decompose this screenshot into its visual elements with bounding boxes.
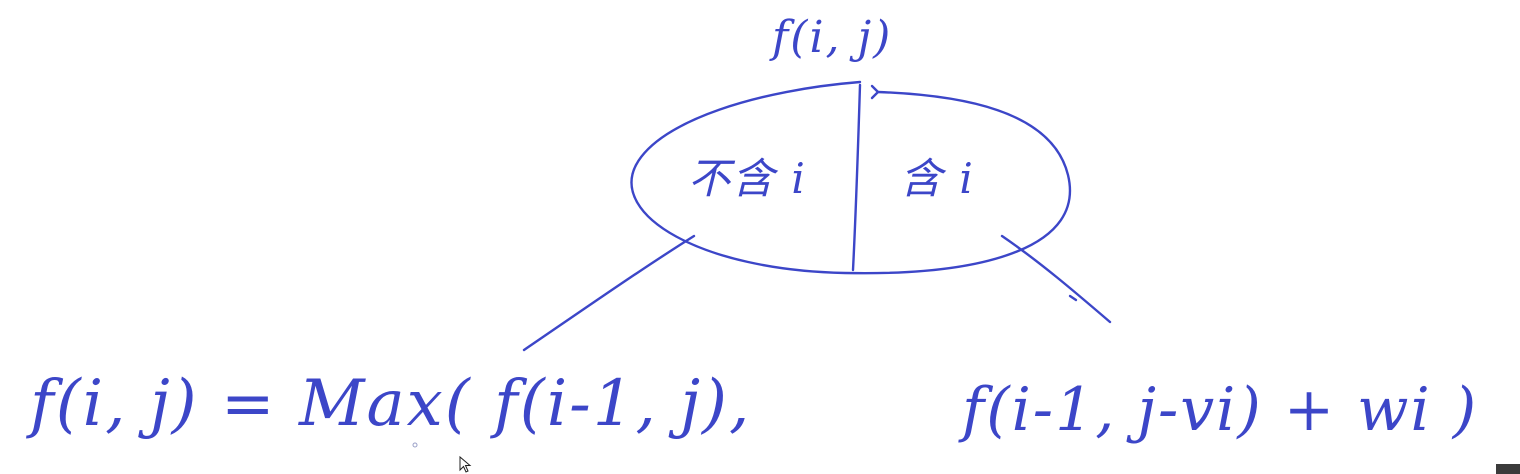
ink-strokes: f(i, j) 不含 i 含 i f(i, j) = Max( f(i-1, j… [26,12,1478,448]
top-state-label: f(i, j) [769,12,892,63]
stray-dot [412,442,418,448]
left-half-label: 不含 i [688,154,807,203]
right-branch-line [1000,234,1112,324]
set-ellipse [630,80,1072,275]
left-branch-line [522,234,696,352]
ellipse-divider [851,83,862,272]
right-formula: f(i-1, j-vi) + wi ) [958,375,1478,445]
right-branch-arrow-tick [1068,294,1078,302]
ellipse-close-tick [870,84,880,100]
left-formula: f(i, j) = Max( f(i-1, j), [26,367,751,441]
screen-edge-widget[interactable] [1496,464,1520,474]
right-half-label: 含 i [900,154,975,203]
mouse-cursor-icon [459,455,472,473]
